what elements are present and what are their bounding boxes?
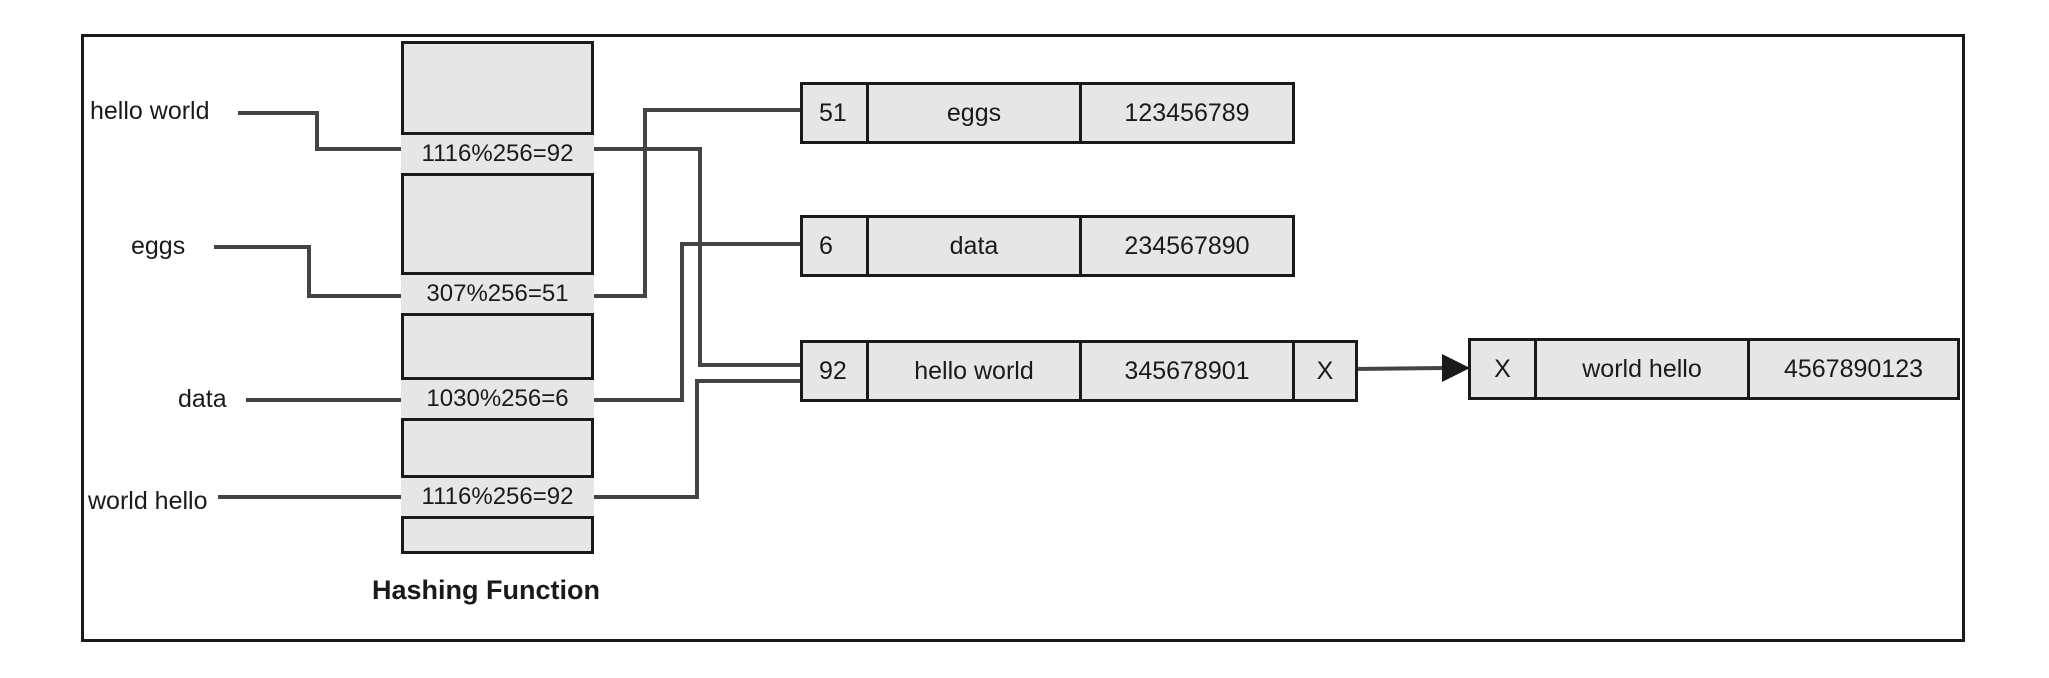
hash-slot: 1116%256=92 <box>401 132 594 176</box>
key-label: hello world <box>90 97 210 125</box>
record-value: 345678901 <box>1079 343 1292 399</box>
connector-hash-92-to-record <box>592 147 803 367</box>
record-row: 6 data 234567890 <box>800 215 1295 277</box>
record-id: 6 <box>819 231 833 260</box>
record-value: 4567890123 <box>1747 341 1957 397</box>
record-row: 92 hello world 345678901 X <box>800 340 1358 402</box>
connector-eggs-to-hash <box>214 245 405 298</box>
key-label: eggs <box>131 232 186 260</box>
record-id: 51 <box>819 98 847 127</box>
record-id: 92 <box>819 356 847 385</box>
record-name: eggs <box>866 85 1079 141</box>
diagram-frame <box>81 34 1965 642</box>
hash-slot: 1116%256=92 <box>401 475 594 519</box>
record-pointer: X <box>1292 343 1355 399</box>
connector-hash-92b-to-record <box>592 379 803 499</box>
record-pointer: X <box>1494 354 1511 383</box>
record-name: hello world <box>866 343 1079 399</box>
chain-arrow-head <box>1442 354 1470 382</box>
connector-hash-6-to-record <box>592 242 803 402</box>
record-row: 51 eggs 123456789 <box>800 82 1295 144</box>
hash-slot: 1030%256=6 <box>401 377 594 421</box>
record-value: 234567890 <box>1079 218 1292 274</box>
record-name: world hello <box>1534 341 1747 397</box>
connector-hello-world-to-hash <box>238 111 405 151</box>
record-name: data <box>866 218 1079 274</box>
chain-pointer-line <box>1352 366 1446 371</box>
diagram-caption: Hashing Function <box>372 575 600 605</box>
record-value: 123456789 <box>1079 85 1292 141</box>
key-label: world hello <box>88 487 208 515</box>
connector-hash-51-to-record <box>592 108 803 298</box>
key-label: data <box>178 385 227 413</box>
hash-slot: 307%256=51 <box>401 272 594 316</box>
overflow-record-row: X world hello 4567890123 <box>1468 338 1960 400</box>
